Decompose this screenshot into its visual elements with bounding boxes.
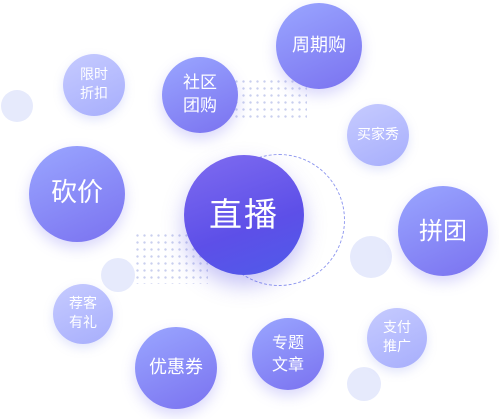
bubble-periodic-purchase[interactable]: 周期购 — [276, 3, 362, 89]
bubble-community-group-buy[interactable]: 社区 团购 — [162, 57, 238, 133]
bubble-referral-gift[interactable]: 荐客 有礼 — [53, 284, 113, 344]
bubble-payment-promotion[interactable]: 支付 推广 — [367, 308, 427, 368]
bubble-group-buy[interactable]: 拼团 — [398, 186, 488, 276]
ghost-circle-bottom — [347, 367, 381, 401]
ghost-circle-right — [350, 236, 392, 278]
bubble-buyer-show[interactable]: 买家秀 — [347, 104, 409, 166]
dot-pattern-top — [233, 78, 307, 118]
bubble-bargain[interactable]: 砍价 — [29, 146, 125, 242]
ghost-circle-left-lower — [101, 258, 135, 292]
bubble-topic-article[interactable]: 专题 文章 — [252, 318, 324, 390]
bubble-coupon[interactable]: 优惠券 — [135, 327, 217, 409]
ghost-circle-left — [1, 90, 33, 122]
bubble-limited-discount[interactable]: 限时 折扣 — [63, 54, 125, 116]
bubble-live-stream[interactable]: 直播 — [184, 155, 304, 275]
